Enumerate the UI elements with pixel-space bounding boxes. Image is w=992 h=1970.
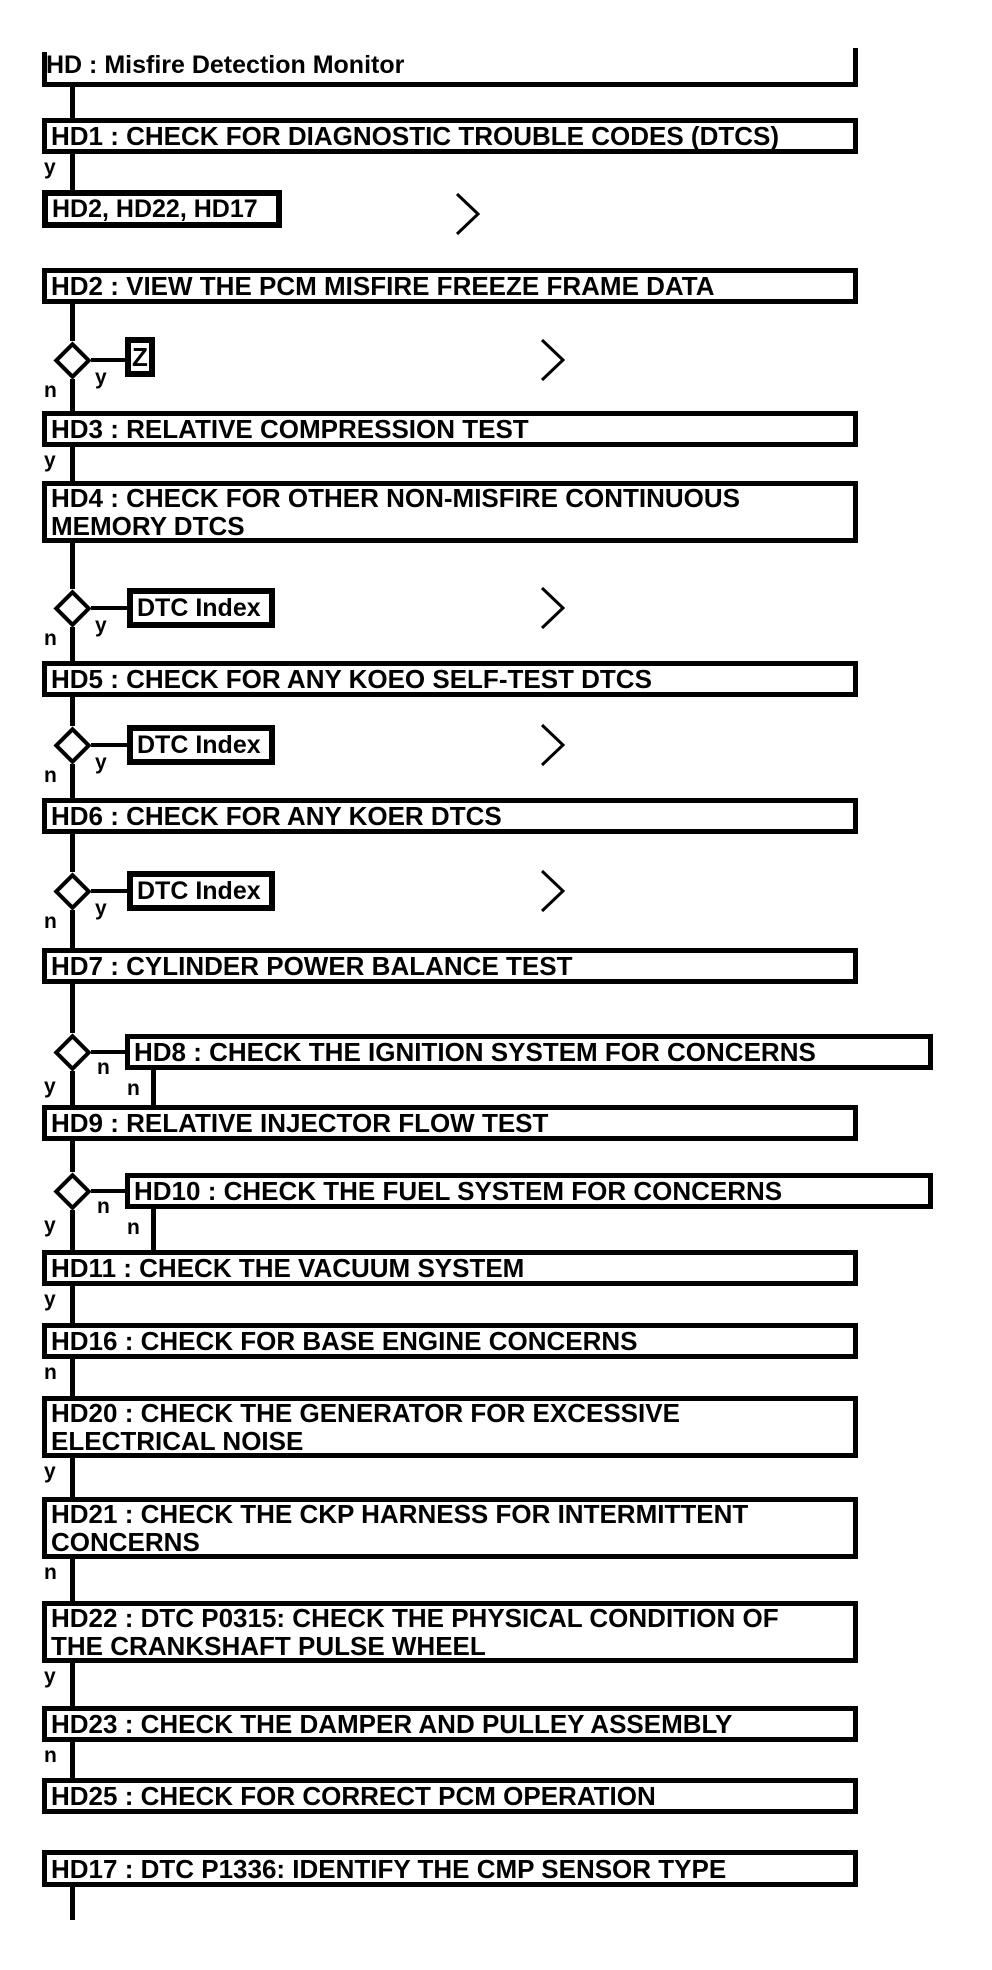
connector-line bbox=[70, 1359, 75, 1396]
branch-label-y: y bbox=[44, 1288, 56, 1311]
chevron-right-icon[interactable] bbox=[537, 868, 567, 914]
ref-box-z[interactable]: Z bbox=[125, 337, 155, 377]
decision-diamond-6 bbox=[53, 1172, 92, 1211]
branch-label-n: n bbox=[44, 910, 57, 933]
branch-label-y: y bbox=[95, 366, 107, 389]
branch-connector-line bbox=[151, 1209, 156, 1250]
connector-line bbox=[70, 1071, 75, 1105]
title-underline bbox=[42, 82, 858, 87]
step-box-hd21: HD21 : CHECK THE CKP HARNESS FOR INTERMI… bbox=[42, 1497, 858, 1559]
branch-label-y: y bbox=[44, 1075, 56, 1098]
branch-label-n: n bbox=[44, 1744, 57, 1767]
branch-label-n: n bbox=[44, 764, 57, 787]
connector-line bbox=[70, 447, 75, 481]
step-box-hd20: HD20 : CHECK THE GENERATOR FOR EXCESSIVE… bbox=[42, 1396, 858, 1458]
step-box-hd5: HD5 : CHECK FOR ANY KOEO SELF-TEST DTCS bbox=[42, 661, 858, 697]
step-box-hd6: HD6 : CHECK FOR ANY KOER DTCS bbox=[42, 798, 858, 834]
ref-box-dtc-index-3[interactable]: DTC Index bbox=[127, 871, 275, 911]
decision-diamond-5 bbox=[53, 1033, 92, 1072]
decision-diamond-1 bbox=[53, 341, 92, 380]
decision-diamond-2 bbox=[53, 589, 92, 628]
step-box-hd17: HD17 : DTC P1336: IDENTIFY THE CMP SENSO… bbox=[42, 1850, 858, 1887]
title-right-tick bbox=[853, 48, 858, 87]
step-box-hd16: HD16 : CHECK FOR BASE ENGINE CONCERNS bbox=[42, 1323, 858, 1359]
branch-label-y: y bbox=[44, 449, 56, 472]
branch-label-n: n bbox=[44, 1361, 57, 1384]
connector-line bbox=[70, 1559, 75, 1601]
step-box-hd2: HD2 : VIEW THE PCM MISFIRE FREEZE FRAME … bbox=[42, 268, 858, 304]
connector-line bbox=[70, 1210, 75, 1250]
connector-stub-line bbox=[70, 1887, 75, 1920]
branch-label-n: n bbox=[97, 1056, 110, 1079]
connector-line bbox=[70, 1458, 75, 1497]
branch-label-n: n bbox=[44, 627, 57, 650]
step-box-hd9: HD9 : RELATIVE INJECTOR FLOW TEST bbox=[42, 1105, 858, 1141]
branch-connector-line bbox=[151, 1070, 156, 1105]
branch-label-y: y bbox=[44, 1214, 56, 1237]
step-box-hd8: HD8 : CHECK THE IGNITION SYSTEM FOR CONC… bbox=[125, 1034, 933, 1070]
page-title: HD : Misfire Detection Monitor bbox=[46, 51, 405, 79]
chevron-right-icon[interactable] bbox=[537, 722, 567, 768]
step-box-hd23: HD23 : CHECK THE DAMPER AND PULLEY ASSEM… bbox=[42, 1706, 858, 1742]
connector-line bbox=[70, 764, 75, 798]
step-box-hd22: HD22 : DTC P0315: CHECK THE PHYSICAL CON… bbox=[42, 1601, 858, 1663]
connector-line bbox=[70, 627, 75, 661]
connector-line bbox=[70, 379, 75, 411]
title-left-tick bbox=[42, 52, 47, 87]
connector-line bbox=[70, 1663, 75, 1706]
step-box-hd11: HD11 : CHECK THE VACUUM SYSTEM bbox=[42, 1250, 858, 1286]
connector-line bbox=[70, 1141, 75, 1172]
step-box-hd1: HD1 : CHECK FOR DIAGNOSTIC TROUBLE CODES… bbox=[42, 118, 858, 154]
step-box-hd4: HD4 : CHECK FOR OTHER NON-MISFIRE CONTIN… bbox=[42, 481, 858, 543]
ref-box-dtc-index-2[interactable]: DTC Index bbox=[127, 725, 275, 765]
connector-line bbox=[70, 1286, 75, 1323]
branch-label-y: y bbox=[95, 614, 107, 637]
connector-line bbox=[70, 984, 75, 1033]
connector-line bbox=[70, 910, 75, 948]
chevron-right-icon[interactable] bbox=[537, 585, 567, 631]
connector-line bbox=[91, 1050, 125, 1054]
branch-label-n: n bbox=[127, 1216, 140, 1239]
step-box-hd7: HD7 : CYLINDER POWER BALANCE TEST bbox=[42, 948, 858, 984]
connector-line bbox=[70, 154, 75, 190]
decision-diamond-3 bbox=[53, 726, 92, 765]
connector-line bbox=[70, 87, 75, 118]
connector-line bbox=[70, 697, 75, 726]
branch-label-y: y bbox=[44, 1460, 56, 1483]
branch-label-n: n bbox=[97, 1195, 110, 1218]
connector-line bbox=[91, 1189, 125, 1193]
branch-label-n: n bbox=[127, 1077, 140, 1100]
ref-box-hd2-hd22-hd17[interactable]: HD2, HD22, HD17 bbox=[42, 190, 282, 228]
connector-line bbox=[70, 543, 75, 589]
connector-line bbox=[70, 834, 75, 872]
branch-label-y: y bbox=[95, 751, 107, 774]
branch-label-y: y bbox=[44, 1665, 56, 1688]
branch-label-n: n bbox=[44, 379, 57, 402]
branch-label-y: y bbox=[44, 156, 56, 179]
ref-box-dtc-index-1[interactable]: DTC Index bbox=[127, 588, 275, 628]
connector-line bbox=[91, 889, 127, 893]
connector-line bbox=[70, 304, 75, 341]
connector-line bbox=[70, 1742, 75, 1778]
chevron-right-icon[interactable] bbox=[452, 191, 482, 237]
connector-line bbox=[91, 358, 125, 362]
step-box-hd3: HD3 : RELATIVE COMPRESSION TEST bbox=[42, 411, 858, 447]
branch-label-n: n bbox=[44, 1561, 57, 1584]
decision-diamond-4 bbox=[53, 872, 92, 911]
chevron-right-icon[interactable] bbox=[537, 337, 567, 383]
step-box-hd10: HD10 : CHECK THE FUEL SYSTEM FOR CONCERN… bbox=[125, 1173, 933, 1209]
connector-line bbox=[91, 606, 127, 610]
connector-line bbox=[91, 743, 127, 747]
branch-label-y: y bbox=[95, 897, 107, 920]
step-box-hd25: HD25 : CHECK FOR CORRECT PCM OPERATION bbox=[42, 1778, 858, 1814]
